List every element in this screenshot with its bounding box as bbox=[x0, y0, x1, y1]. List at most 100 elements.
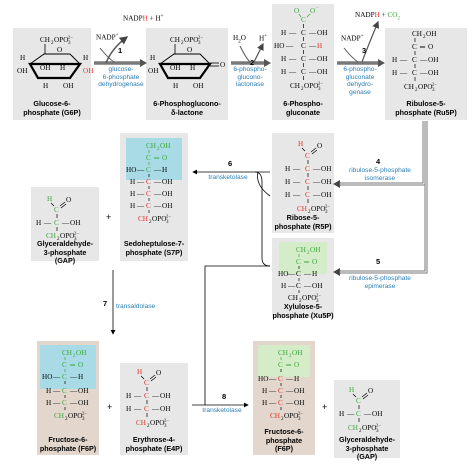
enzyme-6: transketolase bbox=[208, 174, 248, 181]
svg-text:C: C bbox=[278, 387, 283, 395]
svg-text:CH: CH bbox=[62, 349, 72, 357]
svg-text:—: — bbox=[287, 270, 296, 278]
svg-text:H: H bbox=[173, 82, 178, 90]
step-3-arrow bbox=[337, 20, 385, 67]
enzyme-8: transketolase bbox=[202, 407, 242, 414]
label-s7p: Sedoheptulose-7- phosphate (S7P) bbox=[123, 239, 185, 257]
enzyme-1: glucose- 6-phosphate dehydrogenase bbox=[98, 66, 144, 89]
svg-text:H: H bbox=[130, 178, 135, 186]
svg-text:C: C bbox=[278, 399, 283, 407]
svg-text:H: H bbox=[392, 69, 397, 77]
enzyme-2: 6-phospho- glucono- lactonase bbox=[233, 66, 267, 89]
svg-text:O: O bbox=[187, 46, 192, 54]
svg-text:2: 2 bbox=[149, 220, 152, 225]
svg-text:OH: OH bbox=[160, 142, 170, 150]
svg-text:2−: 2− bbox=[376, 423, 381, 428]
svg-text:H: H bbox=[126, 392, 131, 400]
lactone-box bbox=[146, 28, 228, 120]
svg-text:—: — bbox=[43, 219, 52, 227]
svg-text:CH: CH bbox=[146, 142, 156, 150]
svg-text:—: — bbox=[69, 399, 78, 407]
svg-text:—: — bbox=[136, 202, 145, 210]
svg-text:OPO: OPO bbox=[302, 294, 316, 302]
nadp-in-3: NADP+ bbox=[341, 34, 364, 43]
svg-text:O: O bbox=[57, 46, 62, 54]
svg-text:O: O bbox=[294, 361, 299, 369]
svg-text:H: H bbox=[349, 386, 354, 394]
svg-text:—: — bbox=[268, 399, 277, 407]
svg-text:C: C bbox=[146, 202, 151, 210]
svg-text:O: O bbox=[317, 142, 322, 150]
svg-text:OPO: OPO bbox=[418, 83, 432, 91]
svg-text:—: — bbox=[136, 166, 145, 174]
svg-text:H: H bbox=[262, 399, 267, 407]
svg-text:H: H bbox=[285, 165, 290, 173]
svg-text:2: 2 bbox=[147, 424, 150, 429]
step-1-number: 1 bbox=[118, 46, 123, 55]
svg-text:OH: OH bbox=[160, 392, 170, 400]
svg-text:OH: OH bbox=[63, 82, 73, 90]
svg-text:—: — bbox=[288, 55, 297, 63]
label-ru5p: Ribulose-5- phosphate (Ru5P) bbox=[395, 99, 457, 117]
svg-text:C: C bbox=[412, 69, 417, 77]
svg-text:C: C bbox=[356, 397, 361, 405]
svg-text:2: 2 bbox=[308, 210, 311, 215]
step-8-arrow bbox=[192, 265, 270, 408]
svg-text:H: H bbox=[285, 191, 290, 199]
svg-text:OH: OH bbox=[294, 399, 304, 407]
label-xu5p: Xylulose-5- phosphate (Xu5P) bbox=[272, 302, 334, 320]
water-2: H2O bbox=[233, 34, 246, 45]
svg-text:—: — bbox=[133, 405, 142, 413]
svg-text:—: — bbox=[285, 42, 294, 50]
svg-text:2: 2 bbox=[181, 41, 184, 46]
svg-text:C: C bbox=[144, 379, 149, 387]
step-6-number: 6 bbox=[228, 159, 233, 168]
f6p-left-dha-highlight bbox=[40, 345, 96, 389]
svg-text:3: 3 bbox=[198, 41, 201, 46]
svg-text:C: C bbox=[296, 258, 301, 266]
step-5-arrow bbox=[333, 121, 428, 276]
svg-text:OH: OH bbox=[321, 165, 331, 173]
svg-text:OH: OH bbox=[78, 387, 88, 395]
svg-text:—: — bbox=[363, 410, 372, 418]
svg-text:CH: CH bbox=[54, 412, 64, 420]
svg-text:OH: OH bbox=[310, 246, 320, 254]
svg-text:H: H bbox=[43, 82, 48, 90]
svg-text:CH: CH bbox=[348, 424, 358, 432]
svg-text:2: 2 bbox=[307, 251, 310, 256]
svg-text:═: ═ bbox=[419, 43, 426, 51]
svg-text:OPO: OPO bbox=[184, 36, 198, 44]
svg-text:O: O bbox=[310, 7, 315, 15]
svg-text:CH: CH bbox=[404, 83, 414, 91]
svg-text:C: C bbox=[356, 410, 361, 418]
svg-text:C: C bbox=[301, 55, 306, 63]
svg-text:═: ═ bbox=[303, 258, 310, 266]
svg-text:—: — bbox=[285, 375, 294, 383]
svg-text:C: C bbox=[412, 43, 417, 51]
svg-text:OH: OH bbox=[160, 405, 170, 413]
svg-text:OPO: OPO bbox=[311, 205, 325, 213]
svg-text:—: — bbox=[308, 55, 317, 63]
s7p-ketol-highlight bbox=[126, 138, 182, 180]
svg-text:3: 3 bbox=[166, 220, 169, 225]
svg-text:C: C bbox=[305, 178, 310, 186]
svg-text:2−: 2− bbox=[318, 81, 323, 86]
enzyme-3: 6-phospho- gluconate dehydro- genase bbox=[343, 66, 377, 96]
svg-text:—: — bbox=[268, 375, 277, 383]
svg-text:—: — bbox=[69, 373, 78, 381]
svg-text:2: 2 bbox=[57, 237, 60, 242]
nadp-in-1: NADP+ bbox=[96, 33, 119, 42]
svg-text:═: ═ bbox=[285, 361, 292, 369]
svg-text:OH: OH bbox=[426, 30, 436, 38]
step-6-arrow bbox=[192, 169, 271, 267]
svg-text:3: 3 bbox=[68, 41, 71, 46]
ru5p-box bbox=[385, 28, 467, 120]
svg-text:CH: CH bbox=[290, 82, 300, 90]
svg-text:OH: OH bbox=[162, 178, 172, 186]
